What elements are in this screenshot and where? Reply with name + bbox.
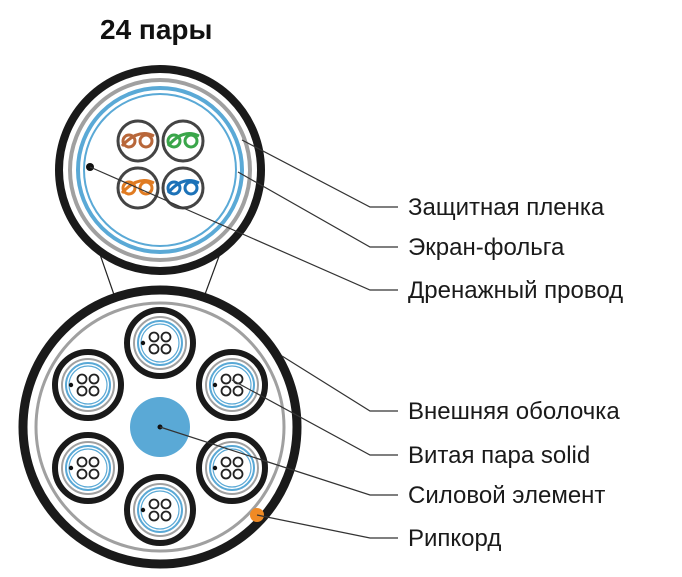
subunit-group (52, 307, 268, 546)
subunit-5 (196, 432, 268, 504)
label-outer-sheath: Внешняя оболочка (408, 398, 620, 425)
label-twisted-pair: Витая пара solid (408, 442, 590, 469)
label-ripcord: Рипкорд (408, 525, 501, 552)
foil-shield-ring (76, 86, 244, 254)
inner-film-ring (34, 301, 286, 553)
leader-outer-sheath (281, 355, 398, 412)
pair-green (161, 119, 205, 163)
leader-protective-film (241, 139, 398, 208)
label-strength-member: Силовой элемент (408, 482, 605, 509)
pair-brown (116, 119, 160, 163)
label-foil-shield: Экран-фольга (408, 234, 565, 261)
subunit-detail (55, 65, 265, 275)
leader-twisted-pair (231, 379, 398, 456)
protective-film-ring (68, 78, 252, 262)
label-protective-film: Защитная пленка (408, 194, 605, 221)
subunit-1 (124, 307, 196, 379)
leader-ripcord (256, 514, 398, 539)
leader-strength-member (159, 426, 398, 496)
subunit-6 (124, 474, 196, 546)
leader-foil-shield (237, 171, 398, 248)
subunit-4 (52, 432, 124, 504)
foil-shield-inner-ring (83, 93, 237, 247)
leader-drain-wire (89, 166, 398, 291)
subunit-2 (52, 349, 124, 421)
label-drain-wire: Дренажный провод (408, 277, 623, 304)
diagram-title: 24 пары (100, 14, 213, 45)
pair-blue (161, 166, 205, 210)
subunit-3 (196, 349, 268, 421)
leader-lines (89, 139, 398, 539)
